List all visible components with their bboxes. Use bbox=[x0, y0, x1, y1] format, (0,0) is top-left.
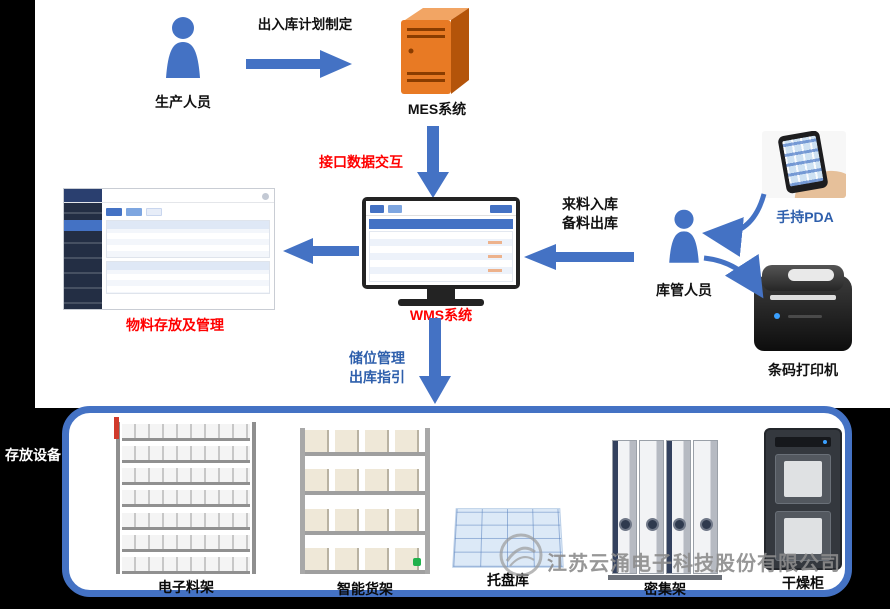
smart-shelf-image bbox=[300, 428, 430, 574]
inbound-line1: 来料入库 bbox=[562, 196, 618, 212]
drying-cabinet-image bbox=[764, 428, 842, 570]
equipment-label-dense-rack: 密集架 bbox=[644, 581, 686, 597]
wms-screen-toolbar bbox=[366, 201, 516, 216]
arrow-wms-to-storage bbox=[419, 318, 451, 404]
watermark-logo bbox=[499, 533, 543, 577]
screenshot-sidebar-selected bbox=[64, 220, 102, 231]
screenshot-table-2 bbox=[106, 261, 270, 294]
wms-screen bbox=[366, 201, 516, 285]
mes-system-label: MES系统 bbox=[407, 101, 467, 117]
arrow-pda-to-keeper bbox=[702, 193, 767, 257]
storage-area-label: 存放设备 bbox=[5, 447, 61, 463]
material-management-screenshot bbox=[63, 188, 275, 310]
printer-paper-slot bbox=[770, 295, 836, 300]
printer-logo-line bbox=[788, 315, 822, 318]
interface-label: 接口数据交互 bbox=[319, 154, 403, 170]
arrow-keeper-to-wms bbox=[524, 244, 634, 270]
pda-label: 手持PDA bbox=[776, 209, 834, 225]
curved-arrows bbox=[702, 193, 767, 299]
pda-image bbox=[762, 131, 846, 198]
printer-paper-roll bbox=[788, 269, 834, 281]
equipment-label-smart-shelf: 智能货架 bbox=[337, 581, 393, 597]
printer-led bbox=[774, 313, 780, 319]
equipment-label-drying-cabinet: 干燥柜 bbox=[782, 575, 824, 591]
printer-image bbox=[754, 265, 852, 351]
wms-monitor bbox=[362, 197, 520, 289]
drying-cabinet-panel bbox=[775, 437, 831, 447]
monitor-stand bbox=[427, 289, 455, 300]
wms-screen-table-header bbox=[369, 219, 513, 229]
screenshot-table-1 bbox=[106, 220, 270, 258]
material-mgmt-label: 物料存放及管理 bbox=[126, 317, 224, 333]
smart-shelf-indicator bbox=[413, 558, 421, 566]
arrow-mes-to-wms bbox=[417, 126, 449, 198]
warehouse-person-label: 库管人员 bbox=[656, 282, 712, 298]
arrow-keeper-to-printer bbox=[703, 253, 764, 299]
warehouse-person-icon bbox=[669, 209, 699, 263]
arrow-wms-to-material-mgmt bbox=[283, 238, 359, 264]
wms-system-label: WMS系统 bbox=[409, 307, 473, 323]
monitor-base bbox=[398, 299, 484, 306]
plan-label: 出入库计划制定 bbox=[257, 17, 353, 32]
equipment-label-electronic-rack: 电子料架 bbox=[158, 579, 214, 595]
screenshot-content bbox=[102, 203, 274, 309]
dense-rack-rail bbox=[608, 575, 722, 580]
electronic-rack-image bbox=[114, 417, 256, 574]
mes-server-icon bbox=[401, 8, 469, 94]
inbound-line2: 备料出库 bbox=[562, 214, 618, 231]
printer-label: 条码打印机 bbox=[768, 362, 838, 378]
arrow-production-to-mes bbox=[246, 50, 352, 78]
screenshot-buttons bbox=[106, 207, 270, 218]
screenshot-sidebar bbox=[64, 203, 102, 309]
dense-rack-image bbox=[608, 440, 722, 580]
production-person-label: 生产人员 bbox=[155, 94, 211, 110]
storage-mgmt-line1: 储位管理 bbox=[349, 350, 405, 366]
rack-red-tag bbox=[114, 417, 119, 439]
storage-mgmt-label: 储位管理 出库指引 bbox=[334, 349, 420, 387]
storage-mgmt-line2: 出库指引 bbox=[349, 368, 405, 385]
wms-screen-table-rows bbox=[369, 231, 513, 282]
inbound-outbound-label: 来料入库 备料出库 bbox=[546, 195, 634, 233]
printer-lid bbox=[762, 265, 844, 291]
production-person-icon bbox=[166, 17, 200, 78]
drying-cabinet-door-bottom bbox=[775, 511, 831, 561]
watermark-company-name: 江苏云涌电子科技股份有限公司 bbox=[547, 553, 841, 575]
drying-cabinet-door-top bbox=[775, 454, 831, 504]
screenshot-topbar bbox=[64, 189, 274, 203]
